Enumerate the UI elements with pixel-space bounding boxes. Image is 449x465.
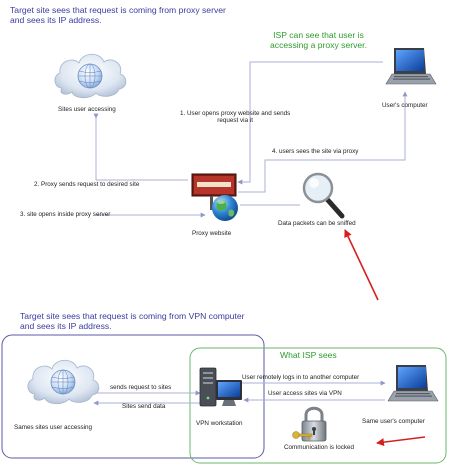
top-isp-note-line-1: ISP can see that user is	[273, 30, 364, 40]
top-target-note-line-1: Target site sees that request is coming …	[10, 5, 226, 15]
sniff-label: Data packets can be sniffed	[278, 220, 356, 227]
isp-view-box	[189, 347, 447, 464]
top-isp-note-line-2: accessing a proxy server.	[270, 39, 367, 50]
sites-send-label: Sites send data	[122, 403, 166, 410]
top-sites-label: Sites user accessing	[58, 106, 116, 113]
left-network-box	[1, 334, 265, 459]
bottom-target-note: Target site sees that request is coming …	[20, 311, 245, 332]
step-1-label: 1. User opens proxy website and sends re…	[180, 110, 290, 124]
bottom-target-note-line-2: and sees its IP address.	[20, 320, 112, 331]
globe-icon	[212, 195, 238, 221]
access-vpn-label: User access sites via VPN	[268, 390, 342, 397]
cloud-globe-icon	[54, 53, 127, 99]
server-monitor-icon	[199, 367, 242, 407]
step-1-line-2: request via it	[217, 117, 253, 125]
padlock-key-icon	[292, 406, 327, 442]
red-arrow-bottom	[376, 436, 426, 447]
step-1-line-1: 1. User opens proxy website and sends	[180, 110, 291, 117]
laptop-icon	[385, 48, 437, 85]
cloud-globe-icon	[27, 359, 100, 405]
step-3-label: 3. site opens inside proxy server	[20, 211, 111, 218]
bottom-sites-label: Sames sites user accessing	[14, 424, 93, 431]
locked-label: Communication is locked	[284, 444, 354, 451]
isp-view-title: What ISP sees	[280, 350, 337, 360]
red-arrow-top	[344, 229, 379, 301]
bottom-connectors	[93, 380, 386, 406]
magnifier-icon	[302, 172, 345, 219]
laptop-icon	[387, 365, 439, 402]
top-isp-note: ISP can see that user is accessing a pro…	[270, 30, 367, 51]
bottom-target-note-line-1: Target site sees that request is coming …	[20, 311, 245, 321]
step-4-label: 4. users sees the site via proxy	[272, 148, 359, 155]
top-connectors	[93, 61, 408, 218]
bottom-computer-label: Same user's computer	[362, 418, 425, 425]
top-target-note-line-2: and sees its IP address.	[10, 14, 102, 25]
remote-login-label: User remotely logs in to another compute…	[242, 374, 360, 381]
proxy-billboard-icon	[191, 173, 237, 210]
vpn-label: VPN workstation	[196, 420, 243, 427]
top-computer-label: User's computer	[382, 102, 428, 109]
proxy-label: Proxy website	[192, 230, 232, 237]
top-target-note: Target site sees that request is coming …	[10, 5, 226, 26]
sends-request-label: sends request to sites	[110, 384, 172, 391]
step-2-label: 2. Proxy sends request to desired site	[34, 181, 140, 188]
